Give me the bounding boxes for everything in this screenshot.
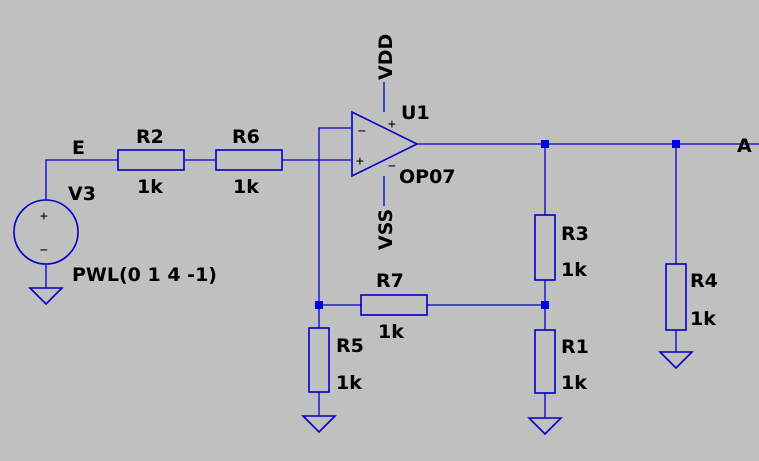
opamp-u1[interactable]: − + + − — [351, 110, 419, 178]
resistor-r4[interactable] — [665, 263, 687, 331]
r1-value-label: 1k — [561, 372, 587, 394]
r7-ref-label: R7 — [376, 270, 404, 292]
ground-icon — [527, 417, 563, 436]
net-label-vss: VSS — [375, 209, 397, 250]
labels: E A VDD VSS U1 OP07 V3 PWL(0 1 4 -1) R2 … — [68, 34, 752, 394]
r1-ref-label: R1 — [561, 336, 589, 358]
resistor-r2[interactable] — [117, 149, 185, 171]
opamp-model-label: OP07 — [399, 166, 456, 188]
ground-icon — [28, 287, 64, 306]
r2-value-label: 1k — [137, 176, 163, 198]
junction-output-r4 — [672, 140, 680, 148]
r5-value-label: 1k — [336, 372, 362, 394]
resistor-r6[interactable] — [215, 149, 283, 171]
opamp-inv-sign: − — [358, 124, 366, 139]
r6-ref-label: R6 — [232, 126, 260, 148]
r3-value-label: 1k — [561, 259, 587, 281]
r6-value-label: 1k — [233, 176, 259, 198]
opamp-vss-sign: − — [388, 159, 396, 174]
wire-e-net — [45, 159, 118, 200]
junction-output-r3 — [541, 140, 549, 148]
opamp-noninv-sign: + — [356, 154, 364, 169]
r3-ref-label: R3 — [561, 223, 589, 245]
opamp-ref-label: U1 — [401, 102, 430, 124]
junction-inv-node — [315, 301, 323, 309]
source-circle — [13, 199, 79, 265]
r7-value-label: 1k — [378, 321, 404, 343]
r4-value-label: 1k — [690, 308, 716, 330]
resistor-r7[interactable] — [360, 294, 428, 316]
junction-r3-r1-node — [541, 301, 549, 309]
source-ref-label: V3 — [68, 183, 96, 205]
ground-symbols — [28, 287, 694, 436]
junctions — [315, 140, 680, 309]
opamp-vdd-sign: + — [388, 117, 396, 132]
resistor-r1[interactable] — [534, 329, 556, 394]
ground-icon — [301, 415, 337, 434]
ground-icon — [658, 351, 694, 370]
resistor-symbols — [117, 149, 687, 394]
net-label-a: A — [737, 135, 752, 157]
r2-ref-label: R2 — [136, 126, 164, 148]
voltage-source-v3[interactable]: + − — [13, 199, 79, 265]
net-label-vdd: VDD — [375, 34, 397, 80]
opamp-triangle — [351, 110, 419, 178]
source-value-label: PWL(0 1 4 -1) — [72, 264, 217, 286]
source-minus-sign: − — [40, 243, 48, 258]
resistor-r5[interactable] — [308, 327, 330, 393]
r5-ref-label: R5 — [336, 335, 364, 357]
r4-ref-label: R4 — [690, 270, 718, 292]
source-plus-sign: + — [40, 209, 48, 224]
wire-inv-input — [318, 127, 352, 305]
net-label-e: E — [72, 137, 85, 159]
resistor-r3[interactable] — [534, 214, 556, 281]
